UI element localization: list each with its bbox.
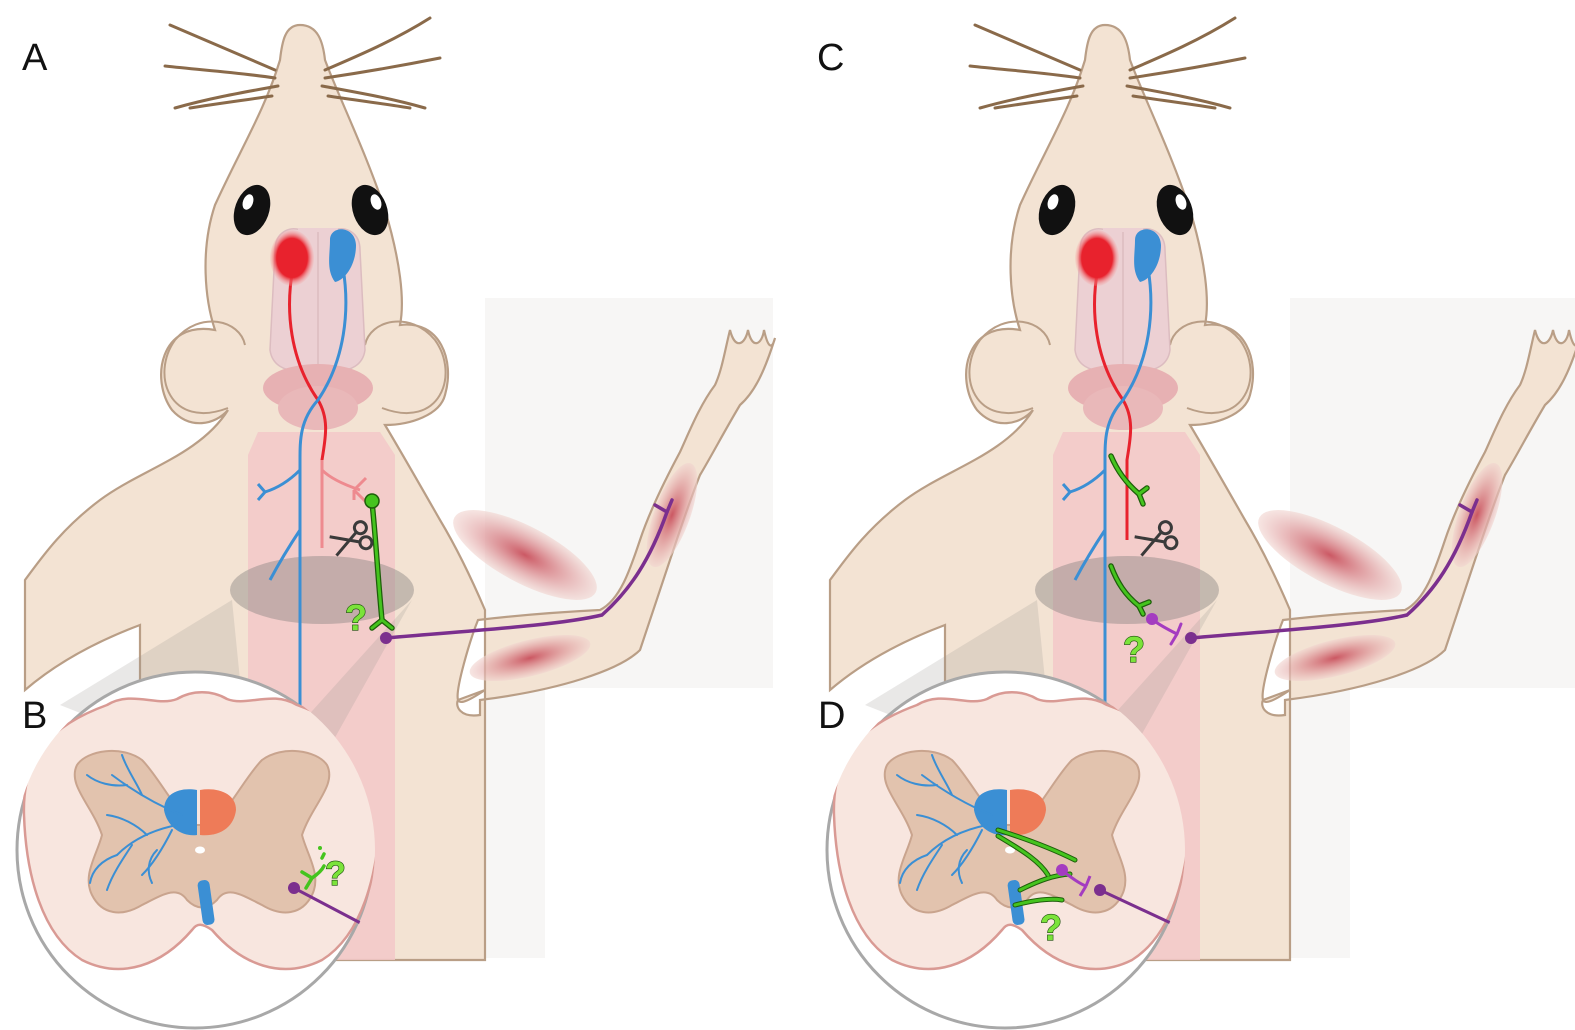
red-cortex-spot-a [270, 230, 314, 286]
question-mark-b: ? [325, 855, 346, 893]
panel-label-d: D [818, 695, 845, 737]
question-mark-c: ? [1123, 629, 1145, 670]
panel-label-b: B [22, 695, 47, 737]
question-mark-a: ? [345, 597, 367, 638]
red-cortex-spot-c [1075, 230, 1119, 286]
purple-soma-c [1185, 632, 1197, 644]
panel-d-inset: ? D [818, 672, 1190, 1028]
green-soma-a [365, 494, 379, 508]
purple-soma-a [380, 632, 392, 644]
panel-label-a: A [22, 37, 48, 79]
question-mark-d: ? [1040, 907, 1062, 948]
panel-label-c: C [817, 37, 844, 79]
